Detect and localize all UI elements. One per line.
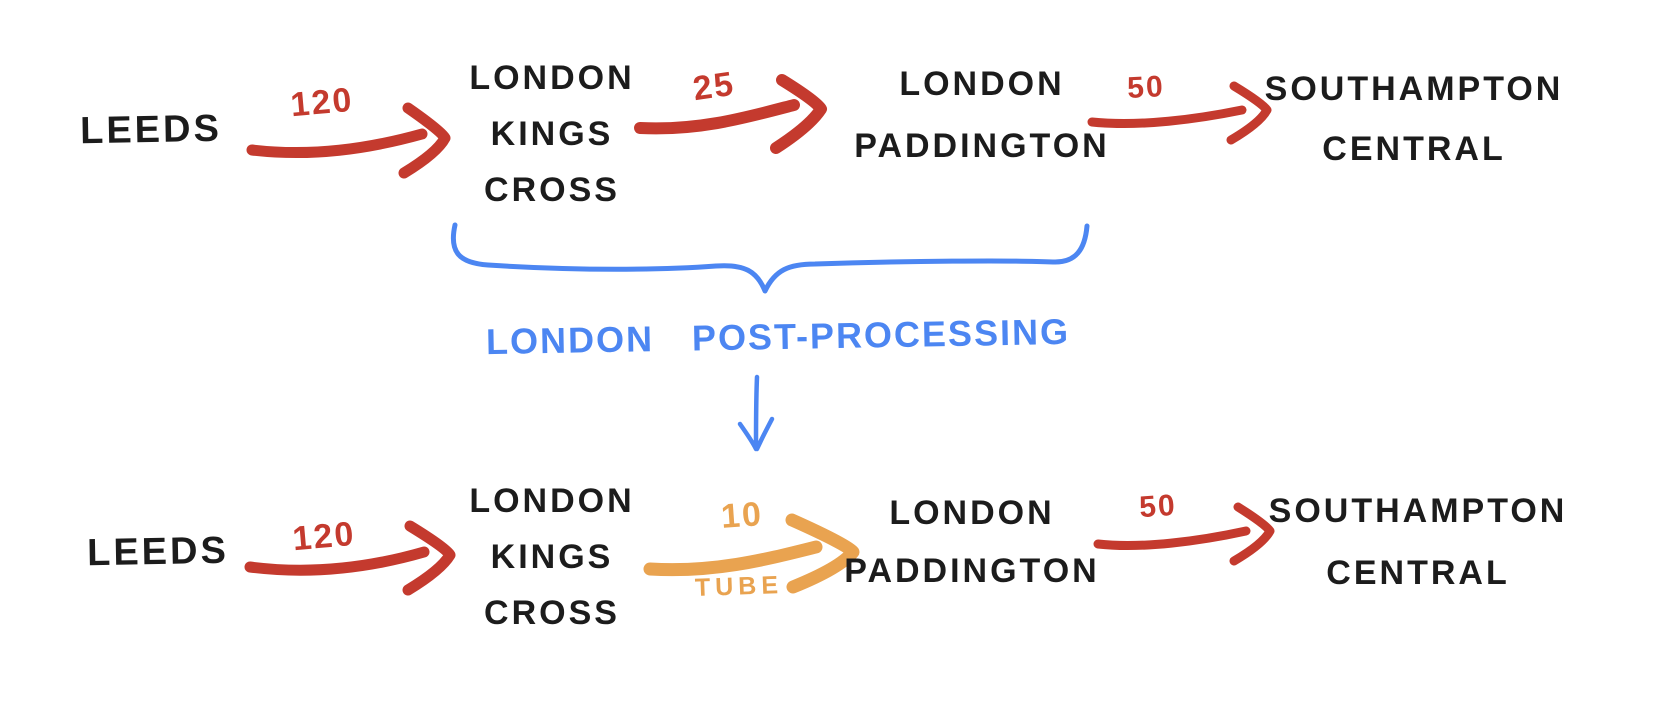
node-london-paddington-top: LONDON PADDINGTON xyxy=(854,53,1109,177)
edge-sublabel-tube: TUBE xyxy=(694,570,784,603)
arrow-top-leeds-to-kings-cross xyxy=(246,102,451,179)
arrow-top-paddington-to-southampton xyxy=(1087,81,1272,145)
node-line: CENTRAL xyxy=(1326,554,1510,592)
node-leeds-top: LEEDS xyxy=(80,101,223,159)
node-line: LEEDS xyxy=(86,529,230,575)
down-arrow xyxy=(737,374,775,452)
arrow-bottom-paddington-to-southampton xyxy=(1093,502,1275,566)
node-london-kings-cross-top: LONDON KINGS CROSS xyxy=(469,50,634,218)
node-line: LONDON xyxy=(469,59,635,97)
node-southampton-central-top: SOUTHAMPTON CENTRAL xyxy=(1265,59,1564,179)
arrow-top-kings-cross-to-paddington xyxy=(634,74,827,154)
edge-label-top-50: 50 xyxy=(1126,70,1166,105)
node-line: SOUTHAMPTON xyxy=(1264,70,1564,108)
arrow-bottom-kings-cross-to-paddington-tube xyxy=(643,513,860,594)
node-line: LONDON xyxy=(469,482,635,520)
node-southampton-central-bottom: SOUTHAMPTON CENTRAL xyxy=(1269,480,1568,604)
node-line: LONDON xyxy=(889,494,1055,532)
node-line: LONDON xyxy=(899,65,1065,103)
edge-label-top-120: 120 xyxy=(289,80,355,125)
brace xyxy=(450,222,1090,294)
node-line: KINGS xyxy=(490,538,614,576)
edge-label-top-25: 25 xyxy=(690,64,738,109)
node-line: LEEDS xyxy=(79,107,223,153)
node-london-paddington-bottom: LONDON PADDINGTON xyxy=(844,484,1099,600)
node-london-kings-cross-bottom: LONDON KINGS CROSS xyxy=(469,473,634,641)
node-leeds-bottom: LEEDS xyxy=(87,523,230,581)
node-line: PADDINGTON xyxy=(854,127,1110,165)
node-line: SOUTHAMPTON xyxy=(1268,492,1568,530)
node-line: CENTRAL xyxy=(1322,130,1506,168)
node-line: PADDINGTON xyxy=(844,552,1100,590)
edge-label-bottom-50: 50 xyxy=(1138,488,1178,525)
edge-label-bottom-10: 10 xyxy=(719,495,765,536)
node-line: KINGS xyxy=(490,115,614,153)
arrow-bottom-leeds-to-kings-cross xyxy=(244,520,456,596)
node-line: CROSS xyxy=(484,171,620,209)
node-line: CROSS xyxy=(484,594,620,632)
edge-label-bottom-120: 120 xyxy=(291,514,357,559)
